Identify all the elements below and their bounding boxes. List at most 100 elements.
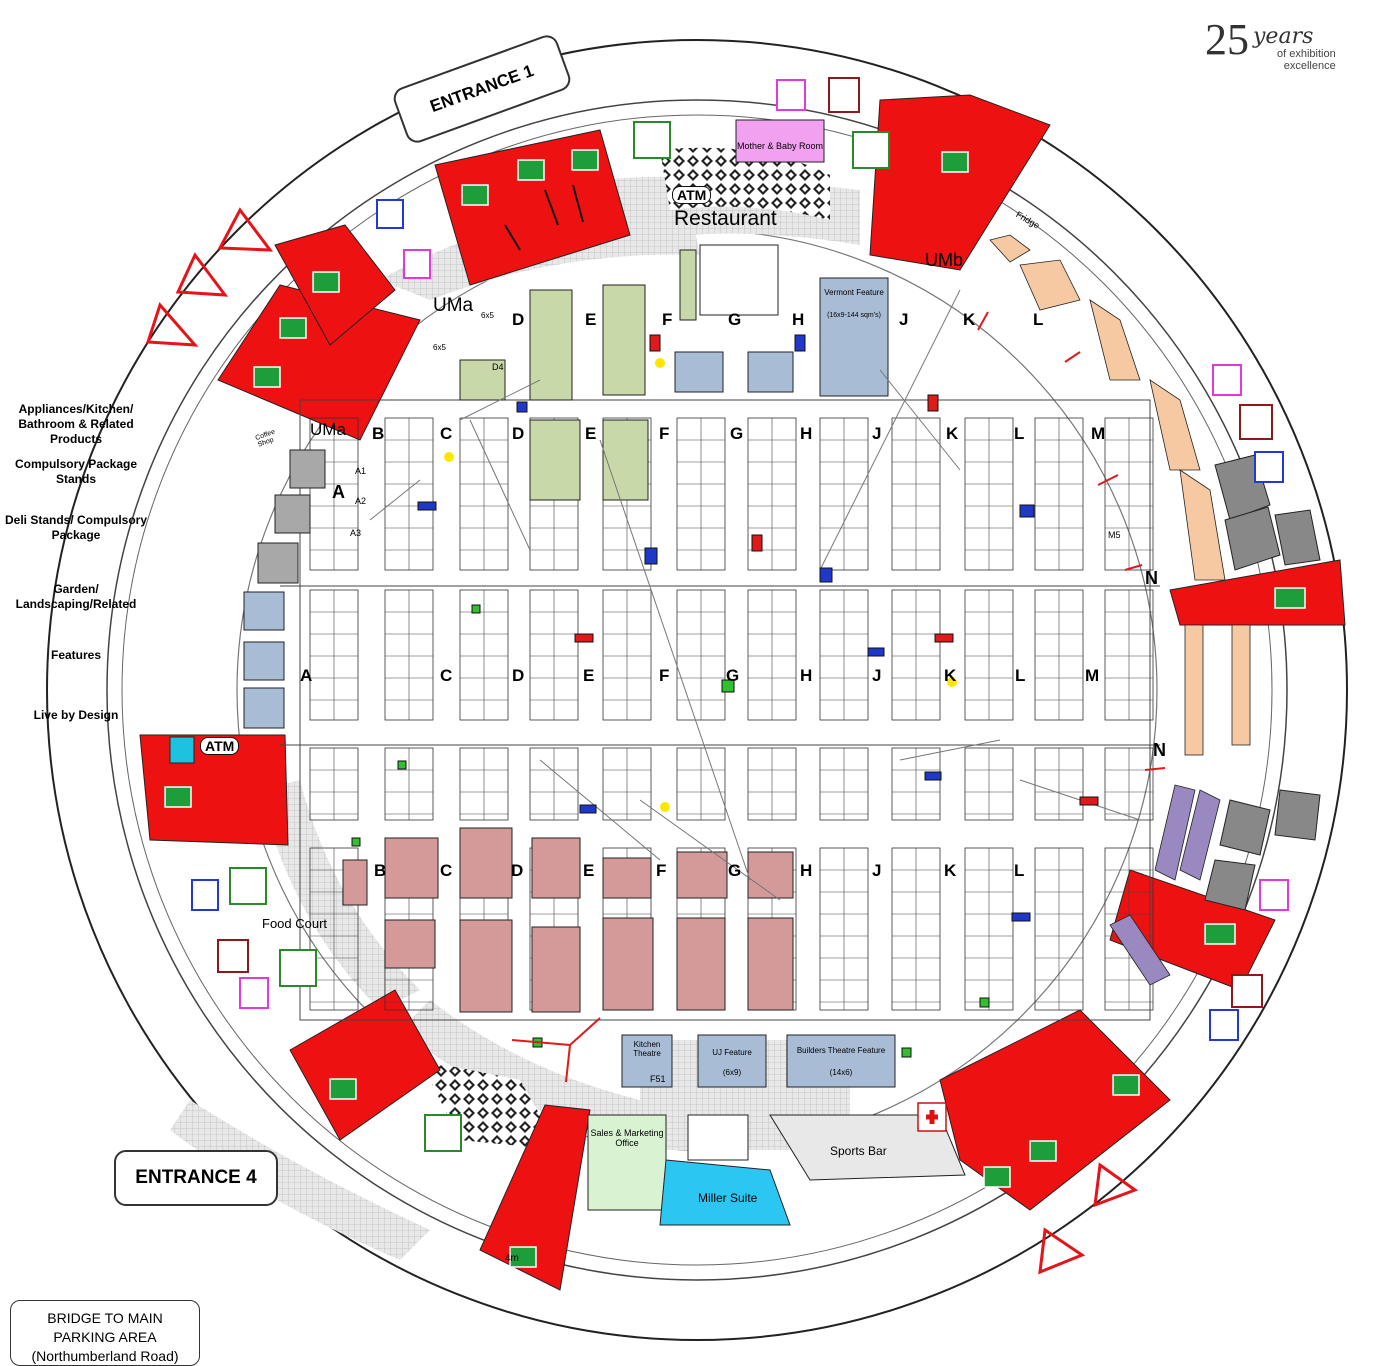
row-n-upper: N	[1145, 568, 1158, 588]
exit-zone-northwest	[217, 284, 421, 441]
row-letter-f: F	[662, 310, 673, 329]
row-letter-j: J	[872, 666, 882, 685]
stand-block-d-green	[529, 289, 573, 401]
food-icon	[633, 121, 671, 159]
uj-feature-label: UJ Feature	[712, 1048, 752, 1057]
logo-word: years	[1253, 24, 1314, 49]
orange-ring-stands	[989, 234, 1251, 756]
row-letter-f: F	[659, 424, 670, 443]
escalator-north	[699, 244, 779, 316]
row-letter-k: K	[944, 666, 957, 685]
row-letter-l: L	[1014, 861, 1025, 880]
sports-bar	[769, 1114, 966, 1181]
deli-stands	[1204, 454, 1321, 911]
mother-baby-label: Mother & Baby Room	[736, 141, 824, 151]
row-letter-f: F	[659, 666, 670, 685]
legend-features: Features	[50, 648, 102, 662]
phone-icon	[169, 736, 195, 764]
kitchen-theatre	[621, 1034, 673, 1088]
exit-zone-southwest	[289, 989, 441, 1141]
row-letter-b: B	[372, 424, 385, 443]
food-icon	[852, 131, 890, 169]
accessible-toilet-icon	[828, 77, 860, 113]
aisle-markers	[351, 334, 1099, 1058]
row-letter-b: B	[374, 861, 387, 880]
restaurant-label: Restaurant	[674, 207, 777, 230]
m5-label: M5	[1108, 530, 1121, 540]
female-toilet-icon	[1259, 879, 1289, 911]
food-icon	[424, 1114, 462, 1152]
walkway-entrance4	[170, 1100, 430, 1260]
walkway-southwest	[400, 1000, 640, 1140]
row-letter-j: J	[872, 424, 882, 443]
row-letter-m: M	[1085, 666, 1100, 685]
exhibition-stand-blocks	[309, 417, 1154, 1011]
legend-compulsory: Compulsory Package Stands	[14, 457, 138, 486]
food-icon	[229, 867, 267, 905]
sports-bar-label: Sports Bar	[830, 1144, 887, 1158]
builders-theatre	[786, 1034, 896, 1088]
kitchen-theatre-label: Kitchen Theatre	[633, 1040, 661, 1058]
vermont-size: (16x9-144 sqm's)	[827, 312, 881, 319]
row-letter-d: D	[512, 310, 525, 329]
kitchen-theatre-code: F51	[650, 1074, 666, 1084]
uma-row-label: UMa	[310, 420, 346, 439]
food-icon	[279, 949, 317, 987]
umb-label: UMb	[925, 250, 964, 270]
female-toilet-icon	[239, 977, 269, 1009]
male-toilet-icon	[191, 879, 219, 911]
food-court-label: Food Court	[262, 916, 328, 931]
uj-feature	[697, 1034, 767, 1088]
mother-baby-room	[735, 119, 825, 163]
a2-label: A2	[355, 496, 367, 506]
atm-label: ATM	[672, 186, 712, 204]
row-letter-c: C	[440, 424, 453, 443]
row-letter-j: J	[899, 310, 909, 329]
exit-zone-northeast	[869, 94, 1051, 271]
row-letter-j: J	[872, 861, 882, 880]
row-letter-e: E	[583, 861, 595, 880]
stand-g-blue-left	[674, 351, 724, 393]
accessible-toilet-icon	[1231, 974, 1263, 1008]
stand-g-blue-right	[747, 351, 794, 393]
row-letter-f: F	[656, 861, 667, 880]
row-letter-d: D	[511, 861, 524, 880]
row-letter-d: D	[512, 666, 525, 685]
row-letter-l: L	[1014, 424, 1025, 443]
logo-number: 25	[1205, 15, 1249, 64]
female-toilet-icon	[1212, 364, 1242, 396]
builders-theatre-label: Builders Theatre Feature	[796, 1046, 886, 1055]
entrance-4-label: ENTRANCE 4	[114, 1150, 278, 1206]
miller-suite-label: Miller Suite	[698, 1191, 758, 1205]
legend-appliances: Appliances/Kitchen/ Bathroom & Related P…	[18, 402, 134, 446]
stand-block-e-green	[602, 284, 646, 396]
row-letter-d: D	[512, 424, 525, 443]
row-letter-l: L	[1033, 310, 1044, 329]
builders-theatre-size: (14x6)	[829, 1068, 853, 1077]
row-letter-l: L	[1015, 666, 1026, 685]
accessible-toilet-icon	[1239, 404, 1273, 440]
row-letter-m: M	[1091, 424, 1106, 443]
dimension-label: 4m	[505, 1253, 519, 1264]
female-toilet-icon	[403, 249, 431, 279]
miller-suite	[659, 1159, 791, 1226]
row-letter-c: C	[440, 861, 453, 880]
row-a-upper: A	[332, 482, 345, 502]
row-letter-k: K	[963, 310, 976, 329]
legend-garden: Garden/ Landscaping/Related	[15, 582, 137, 611]
row-letter-e: E	[585, 424, 597, 443]
sales-office-label: Sales & Marketing Office	[590, 1128, 664, 1148]
uma-label: UMa	[433, 295, 474, 316]
a1-label: A1	[355, 466, 367, 476]
row-n-lower: N	[1153, 740, 1166, 760]
vermont-label: Vermont Feature	[824, 288, 884, 297]
facility-icons	[169, 77, 1289, 1152]
male-toilet-icon	[1254, 451, 1284, 483]
anniversary-logo: 25 years of exhibition excellence	[1205, 14, 1355, 84]
uj-feature-size: (6x9)	[722, 1068, 742, 1077]
food-stands	[342, 827, 794, 1013]
vermont-feature	[819, 277, 889, 397]
male-toilet-icon	[376, 199, 404, 229]
uma-side-size: 6x5	[433, 343, 446, 352]
